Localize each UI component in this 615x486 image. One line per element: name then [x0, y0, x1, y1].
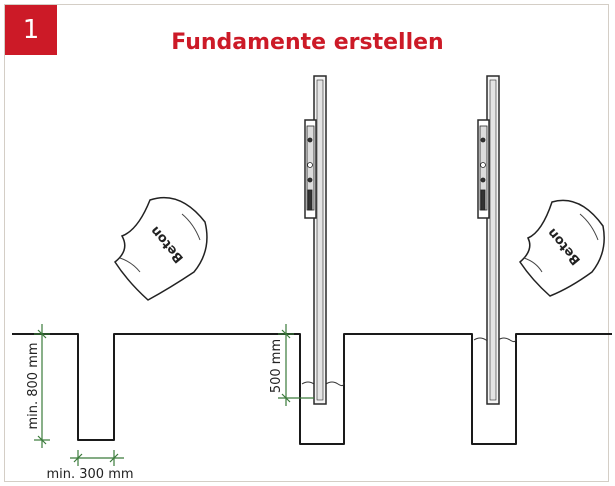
- step-badge: 1: [5, 5, 57, 55]
- width-label: min. 300 mm: [46, 467, 133, 482]
- ground-line: [12, 333, 612, 445]
- width-dimension: [70, 450, 124, 466]
- page-title: Fundamente erstellen: [171, 30, 444, 55]
- concrete-bag-icon: [519, 199, 605, 297]
- post: [304, 75, 327, 405]
- diagram-frame: [4, 4, 609, 482]
- post-hardware: [307, 137, 313, 211]
- depth-label: min. 800 mm: [26, 342, 41, 429]
- post-depth-dimension: [278, 324, 314, 406]
- post-hardware: [480, 137, 486, 211]
- depth-dimension: [34, 324, 50, 448]
- concrete-bag-icon: [114, 196, 208, 301]
- post-depth-label: 500 mm: [269, 339, 284, 393]
- post: [477, 75, 500, 405]
